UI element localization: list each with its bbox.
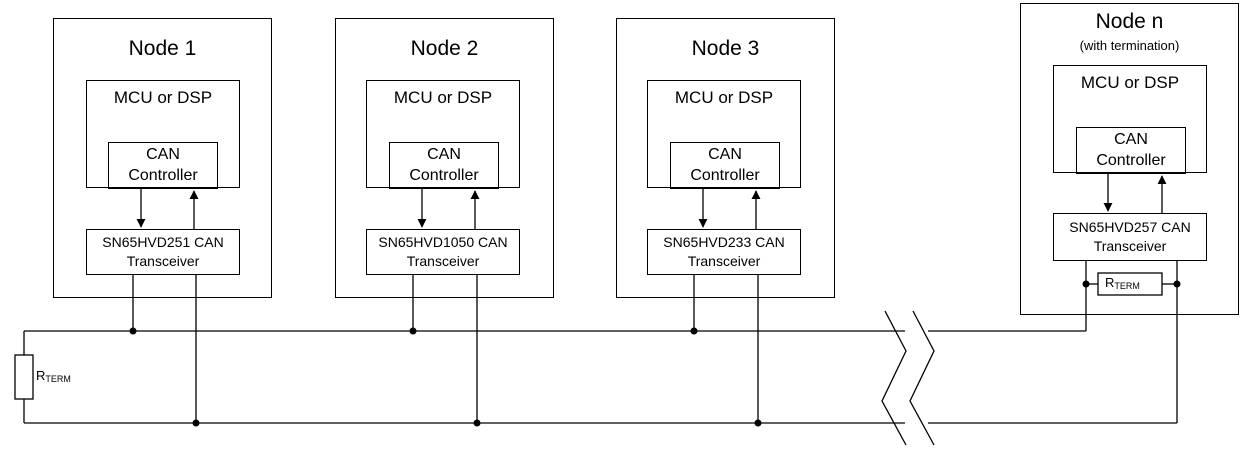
node-2-controller-line1: CAN [427, 146, 461, 163]
node-2-transceiver-line1: SN65HVD1050 CAN [378, 234, 508, 250]
node-3-transceiver-line2: Transceiver [687, 253, 761, 269]
node-2-wires [412, 189, 480, 423]
node-3-controller-line2: Controller [690, 167, 760, 184]
node-2-title: Node 2 [410, 37, 479, 60]
left-termination-resistor [14, 331, 34, 423]
node-n-title: Node n [1095, 10, 1164, 33]
node-3-wires [693, 189, 761, 423]
node-1-wires [132, 189, 199, 423]
node-1-can-controller: CAN Controller [108, 142, 218, 189]
node-n-controller-line1: CAN [1114, 131, 1148, 148]
node-1-transceiver-line1: SN65HVD251 CAN [102, 234, 224, 250]
node-n-box: Node n (with termination) [1020, 3, 1239, 315]
node-n-rterm-label: RTERM [1105, 275, 1140, 291]
junction-dots [129, 280, 1181, 427]
node-2-transceiver-line2: Transceiver [406, 253, 480, 269]
node-n-transceiver: SN65HVD257 CAN Transceiver [1053, 213, 1207, 261]
node-2-can-controller: CAN Controller [389, 142, 499, 189]
left-rterm-main: R [36, 368, 46, 383]
node-n-rterm-main: R [1105, 275, 1115, 290]
node-1-mcu-box: MCU or DSP [86, 80, 240, 188]
left-rterm-sub: TERM [45, 374, 71, 384]
node-1-transceiver-line2: Transceiver [126, 253, 200, 269]
node-3-mcu-label: MCU or DSP [674, 88, 774, 107]
node-3-can-controller: CAN Controller [670, 142, 780, 189]
node-3-transceiver-line1: SN65HVD233 CAN [663, 234, 785, 250]
node-n-transceiver-line2: Transceiver [1093, 238, 1167, 254]
node-n-subtitle: (with termination) [1079, 38, 1180, 53]
node-2-mcu-label: MCU or DSP [393, 88, 493, 107]
node-1-controller-line1: CAN [146, 146, 180, 163]
node-n-mcu-box: MCU or DSP [1053, 65, 1207, 173]
node-3-controller-line1: CAN [708, 146, 742, 163]
bus-break-symbol [881, 310, 935, 446]
node-n-mcu-label: MCU or DSP [1080, 73, 1180, 92]
node-3-transceiver: SN65HVD233 CAN Transceiver [647, 229, 801, 275]
node-n-can-controller: CAN Controller [1076, 127, 1186, 174]
node-3-box: Node 3 [616, 18, 835, 298]
node-2-controller-line2: Controller [409, 167, 479, 184]
node-2-box: Node 2 [335, 18, 554, 298]
node-1-mcu-label: MCU or DSP [113, 88, 213, 107]
node-1-transceiver: SN65HVD251 CAN Transceiver [86, 229, 240, 275]
node-n-controller-line2: Controller [1096, 152, 1166, 169]
node-1-title: Node 1 [128, 37, 197, 60]
node-n-rterm-sub: TERM [1114, 281, 1140, 291]
node-n-wires [1085, 174, 1178, 423]
node-2-mcu-box: MCU or DSP [366, 80, 520, 188]
node-n-transceiver-line1: SN65HVD257 CAN [1069, 219, 1191, 235]
node-3-title: Node 3 [691, 37, 760, 60]
node-1-box: Node 1 [53, 18, 272, 298]
node-3-mcu-box: MCU or DSP [647, 80, 801, 188]
left-rterm-label: RTERM [36, 368, 71, 384]
node-1-controller-line2: Controller [128, 167, 198, 184]
node-2-transceiver: SN65HVD1050 CAN Transceiver [366, 229, 520, 275]
